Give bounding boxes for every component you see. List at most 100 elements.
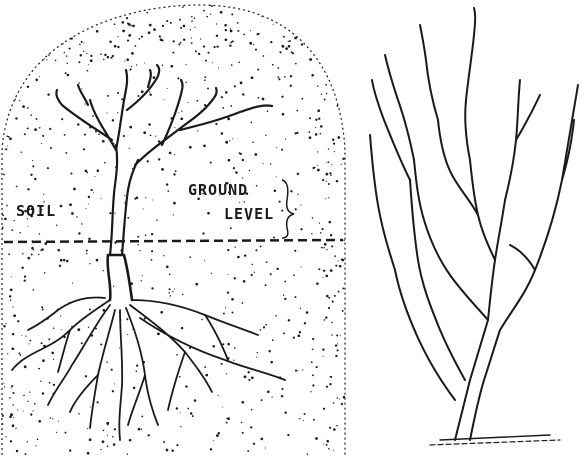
soil-speck xyxy=(27,401,28,402)
soil-speck xyxy=(5,5,7,7)
soil-speck xyxy=(6,26,8,28)
soil-speck xyxy=(249,42,252,45)
soil-speck xyxy=(19,354,21,356)
soil-speck xyxy=(8,136,10,138)
soil-speck xyxy=(56,432,57,433)
soil-speck xyxy=(281,388,283,390)
soil-speck xyxy=(33,249,34,250)
soil-speck xyxy=(121,98,123,100)
soil-speck xyxy=(69,48,71,50)
soil-speck xyxy=(338,39,340,41)
soil-speck xyxy=(265,135,266,136)
soil-speck xyxy=(97,20,99,22)
soil-speck xyxy=(265,284,267,286)
soil-speck xyxy=(278,67,280,69)
soil-speck xyxy=(131,66,132,67)
soil-speck xyxy=(168,292,169,293)
soil-speck xyxy=(323,277,324,278)
soil-speck xyxy=(127,40,129,42)
soil-speck xyxy=(69,203,72,206)
soil-speck xyxy=(251,274,253,276)
soil-speck xyxy=(136,370,138,372)
soil-speck xyxy=(270,163,272,165)
soil-speck xyxy=(172,291,173,292)
soil-speck xyxy=(34,403,36,405)
soil-speck xyxy=(77,328,80,331)
soil-speck xyxy=(3,174,5,176)
soil-speck xyxy=(127,217,129,219)
soil-speck xyxy=(72,283,73,284)
soil-speck xyxy=(299,331,301,333)
soil-speck xyxy=(206,16,208,18)
soil-speck xyxy=(27,86,29,88)
soil-speck xyxy=(30,174,32,176)
soil-speck xyxy=(98,134,100,136)
soil-speck xyxy=(317,151,318,152)
soil-speck xyxy=(330,269,333,272)
soil-speck xyxy=(11,276,12,277)
soil-speck xyxy=(106,422,109,425)
soil-speck xyxy=(89,263,90,264)
soil-speck xyxy=(171,449,173,451)
soil-speck xyxy=(252,142,254,144)
soil-speck xyxy=(334,295,336,297)
soil-speck xyxy=(103,430,105,432)
soil-speck xyxy=(317,169,320,172)
soil-speck xyxy=(304,413,306,415)
soil-speck xyxy=(166,20,168,22)
soil-speck xyxy=(211,273,212,274)
soil-speck xyxy=(326,295,329,298)
soil-speck xyxy=(261,16,262,17)
soil-speck xyxy=(210,14,211,15)
soil-speck xyxy=(117,92,119,94)
soil-speck xyxy=(214,46,216,48)
soil-speck xyxy=(326,52,328,54)
soil-speck xyxy=(9,137,12,140)
soil-speck xyxy=(6,34,7,35)
soil-speck xyxy=(306,311,309,314)
soil-speck xyxy=(128,34,131,37)
soil-speck xyxy=(320,125,323,128)
soil-speck xyxy=(243,280,246,283)
soil-speck xyxy=(276,147,277,148)
soil-speck xyxy=(41,143,42,144)
soil-speck xyxy=(38,420,41,423)
soil-speck xyxy=(33,289,35,291)
soil-speck xyxy=(324,243,327,246)
soil-speck xyxy=(13,71,15,73)
soil-speck xyxy=(295,208,297,210)
soil-speck xyxy=(212,345,215,348)
soil-speck xyxy=(174,127,175,128)
soil-speck xyxy=(210,4,213,7)
soil-speck xyxy=(307,453,309,455)
soil-speck xyxy=(316,282,319,285)
soil-speck xyxy=(32,165,34,167)
soil-speck xyxy=(127,9,129,11)
soil-speck xyxy=(287,434,289,436)
soil-speck xyxy=(229,44,231,46)
soil-speck xyxy=(315,133,318,136)
soil-speck xyxy=(225,91,228,94)
soil-speck xyxy=(129,126,132,129)
soil-speck xyxy=(253,44,254,45)
soil-speck xyxy=(22,253,23,254)
soil-speck xyxy=(297,21,298,22)
soil-speck xyxy=(323,247,325,249)
soil-speck xyxy=(330,376,332,378)
soil-speck xyxy=(339,265,342,268)
soil-speck xyxy=(88,64,89,65)
soil-speck xyxy=(183,25,186,28)
soil-speck xyxy=(223,313,225,315)
soil-speck xyxy=(226,422,228,424)
soil-speck xyxy=(2,81,4,83)
soil-speck xyxy=(231,311,233,313)
soil-speck xyxy=(227,343,230,346)
soil-speck xyxy=(33,410,34,411)
soil-speck xyxy=(145,234,147,236)
soil-speck xyxy=(38,5,41,8)
soil-speck xyxy=(173,173,175,175)
soil-speck xyxy=(2,50,5,53)
soil-speck xyxy=(95,176,96,177)
soil-speck xyxy=(46,59,47,60)
soil-speck xyxy=(4,64,6,66)
